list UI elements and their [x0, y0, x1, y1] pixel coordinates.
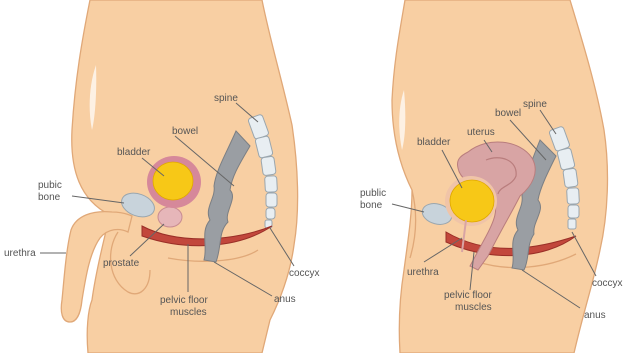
label-female-uterus: uterus: [467, 127, 495, 138]
label-female-muscles: muscles: [455, 302, 492, 313]
male-bladder: [153, 162, 193, 200]
label-female-spine: spine: [523, 99, 547, 110]
male-prostate: [158, 207, 182, 227]
label-female-pelvic-floor: pelvic floor: [444, 290, 492, 301]
label-female-bone: bone: [360, 200, 383, 211]
label-female-bladder: bladder: [417, 137, 451, 148]
label-male-anus: anus: [274, 294, 296, 305]
label-female-public: public: [360, 188, 386, 199]
label-male-prostate: prostate: [103, 258, 140, 269]
label-female-anus: anus: [584, 310, 606, 321]
female-figure: uterus bowel spine bladder public bone u…: [360, 0, 623, 353]
female-bladder: [450, 180, 494, 222]
label-male-urethra: urethra: [4, 248, 36, 259]
label-male-spine: spine: [214, 93, 238, 104]
label-female-coccyx: coccyx: [592, 278, 623, 289]
label-male-pubic: pubic: [38, 180, 62, 191]
label-male-bone: bone: [38, 192, 61, 203]
label-female-urethra: urethra: [407, 267, 439, 278]
label-male-coccyx: coccyx: [289, 268, 320, 279]
label-male-bowel: bowel: [172, 126, 198, 137]
label-male-muscles: muscles: [170, 307, 207, 318]
label-female-bowel: bowel: [495, 108, 521, 119]
male-figure: bladder bowel spine pubic bone urethra p…: [4, 0, 320, 353]
label-male-pelvic-floor: pelvic floor: [160, 295, 208, 306]
label-male-bladder: bladder: [117, 147, 151, 158]
